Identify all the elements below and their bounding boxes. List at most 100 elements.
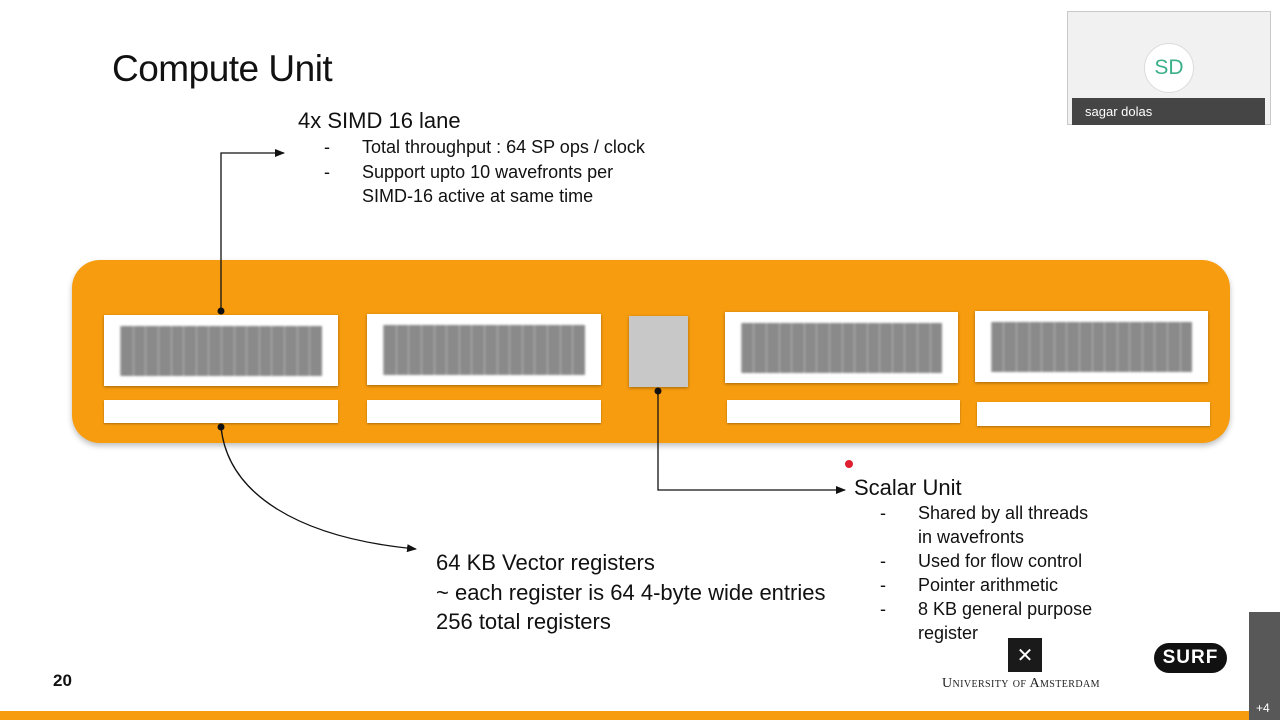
scalar-callout-arrow	[654, 387, 846, 494]
simd-lanes	[990, 321, 1193, 372]
simd-lane	[271, 325, 284, 376]
simd-lane	[1028, 321, 1042, 372]
simd-lanes	[740, 322, 943, 373]
simd-lane	[841, 322, 855, 373]
simd-lane	[309, 325, 322, 376]
scalar-unit-box	[629, 316, 688, 387]
bullet-text: 8 KB general purpose	[918, 599, 1093, 619]
more-participants-count[interactable]: +4	[1256, 701, 1270, 715]
bullet-text: Used for flow control	[918, 551, 1083, 571]
simd-lane	[828, 322, 842, 373]
simd-lane	[816, 322, 829, 373]
simd-lane	[791, 322, 804, 373]
simd-unit-4	[975, 311, 1208, 382]
scalar-bullet-3: - Pointer arithmetic	[880, 573, 1092, 597]
simd-lane	[1041, 321, 1054, 372]
simd-lane	[521, 324, 535, 375]
simd-lane	[559, 324, 573, 375]
bullet-text: Total throughput : 64 SP ops / clock	[362, 137, 645, 157]
simd-lane	[904, 322, 918, 373]
bottom-accent-strip	[0, 711, 1280, 720]
vector-register-line: 64 KB Vector registers	[436, 550, 655, 575]
simd-lane	[170, 325, 184, 376]
laser-pointer-dot	[845, 460, 853, 468]
simd-heading: 4x SIMD 16 lane	[298, 108, 461, 133]
simd-lane	[1167, 321, 1180, 372]
simd-lane	[1129, 321, 1142, 372]
simd-lane	[753, 322, 766, 373]
simd-lane	[484, 324, 497, 375]
vector-register-file-3	[727, 400, 960, 423]
simd-lane	[1015, 321, 1029, 372]
scalar-bullet-2: - Used for flow control	[880, 549, 1092, 573]
bullet-dash: -	[880, 551, 886, 571]
simd-lane	[383, 324, 396, 375]
scalar-heading: Scalar Unit	[854, 475, 962, 500]
simd-lane	[221, 325, 234, 376]
simd-lane	[1078, 321, 1092, 372]
simd-lane	[1091, 321, 1105, 372]
simd-lane	[120, 325, 133, 376]
simd-lane	[534, 324, 547, 375]
scalar-bullet-list: - Shared by all threads in wavefronts - …	[880, 501, 1092, 645]
simd-lane	[546, 324, 560, 375]
bullet-dash: -	[880, 599, 886, 619]
simd-lane	[233, 325, 247, 376]
simd-lane	[891, 322, 905, 373]
simd-lane	[395, 324, 409, 375]
bullet-dash: -	[880, 503, 886, 523]
simd-lane	[1104, 321, 1117, 372]
simd-lane	[208, 325, 221, 376]
simd-lane	[509, 324, 522, 375]
vector-register-file-2	[367, 400, 601, 423]
bullet-text: Support upto 10 wavefronts per	[362, 161, 614, 182]
page-number: 20	[53, 671, 72, 690]
vector-register-file-4	[977, 402, 1210, 426]
simd-lane	[917, 322, 930, 373]
scalar-bullet-4: - 8 KB general purpose register	[880, 597, 1092, 645]
bullet-text: register	[918, 623, 979, 643]
simd-lane	[1141, 321, 1155, 372]
simd-lane	[446, 324, 459, 375]
bullet-text: in wavefronts	[918, 527, 1025, 547]
simd-lane	[195, 325, 209, 376]
vector-register-description: 64 KB Vector registers ~ each register i…	[436, 548, 825, 637]
simd-lane	[183, 325, 196, 376]
simd-lane	[778, 322, 792, 373]
simd-lane	[471, 324, 484, 375]
simd-lane	[803, 322, 817, 373]
simd-lane	[283, 325, 297, 376]
simd-lane	[145, 325, 159, 376]
simd-lanes	[383, 324, 585, 375]
simd-bullet-1: - Total throughput : 64 SP ops / clock	[324, 135, 645, 160]
simd-lane	[854, 322, 867, 373]
simd-lane	[866, 322, 880, 373]
simd-bullet-list: - Total throughput : 64 SP ops / clock -…	[324, 135, 645, 209]
simd-lane	[572, 324, 585, 375]
simd-lane	[1154, 321, 1168, 372]
simd-lane	[1003, 321, 1016, 372]
simd-lane	[740, 322, 754, 373]
bullet-text: SIMD-16 active at same time	[362, 186, 594, 206]
simd-lane	[496, 324, 510, 375]
simd-lane	[1116, 321, 1130, 372]
simd-lane	[408, 324, 422, 375]
simd-bullet-2: - Support upto 10 wavefronts per SIMD-16…	[324, 160, 645, 209]
bullet-dash: -	[880, 575, 886, 595]
simd-lane	[246, 325, 259, 376]
vector-register-line: 256 total registers	[436, 609, 611, 634]
simd-callout-arrow	[217, 149, 285, 315]
surf-logo: SURF	[1154, 643, 1227, 673]
simd-lane	[158, 325, 171, 376]
simd-lane	[929, 322, 943, 373]
uva-logo-text: University of Amsterdam	[942, 676, 1100, 691]
bullet-dash: -	[324, 137, 330, 157]
simd-lane	[458, 324, 472, 375]
slide-title: Compute Unit	[112, 48, 333, 89]
bullet-dash: -	[324, 161, 330, 182]
simd-lane	[990, 321, 1004, 372]
participants-side-panel[interactable]	[1249, 612, 1280, 720]
simd-lanes	[120, 325, 322, 376]
simd-lane	[132, 325, 146, 376]
